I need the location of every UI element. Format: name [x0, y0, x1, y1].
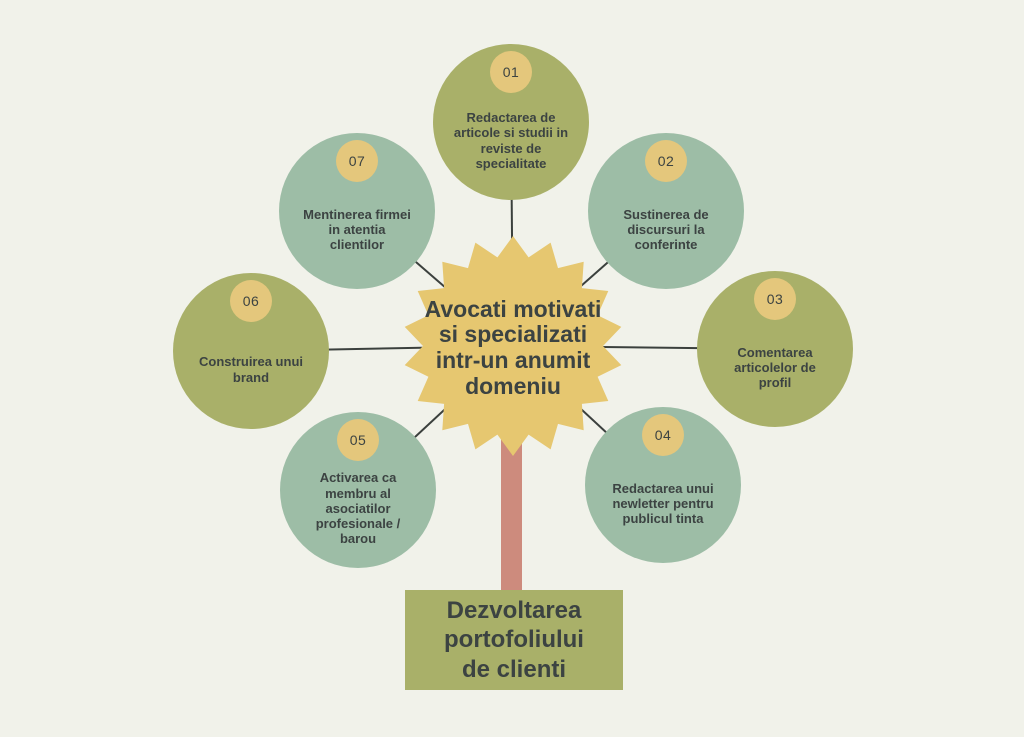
- node-number: 07: [348, 153, 366, 169]
- node-label-07: Mentinerea firmei in atentia clientilor: [303, 206, 411, 253]
- root-label-box: Dezvoltarea portofoliului de clienti: [405, 590, 623, 690]
- number-badge-06: 06: [230, 280, 272, 322]
- number-badge-05: 05: [337, 419, 379, 461]
- node-number: 06: [242, 293, 260, 309]
- node-label-02: Sustinerea de discursuri la conferinte: [623, 206, 709, 253]
- node-number: 03: [766, 291, 784, 307]
- node-number: 02: [657, 153, 675, 169]
- number-badge-04: 04: [642, 414, 684, 456]
- node-circle-02: 02 Sustinerea de discursuri la conferint…: [588, 133, 744, 289]
- node-label-06: Construirea unui brand: [198, 354, 303, 385]
- number-badge-07: 07: [336, 140, 378, 182]
- node-number: 01: [502, 64, 520, 80]
- node-circle-01: 01 Redactarea de articole si studii in r…: [433, 44, 589, 200]
- node-circle-07: 07 Mentinerea firmei in atentia clientil…: [279, 133, 435, 289]
- node-number: 04: [654, 427, 672, 443]
- node-number: 05: [349, 432, 367, 448]
- node-circle-06: 06 Construirea unui brand: [173, 273, 329, 429]
- number-badge-02: 02: [645, 140, 687, 182]
- node-circle-05: 05 Activarea ca membru al asociatilor pr…: [280, 412, 436, 568]
- node-label-03: Comentarea articolelor de profil: [734, 344, 816, 391]
- node-label-01: Redactarea de articole si studii in revi…: [453, 109, 569, 171]
- node-circle-03: 03 Comentarea articolelor de profil: [697, 271, 853, 427]
- node-circle-04: 04 Redactarea unui newletter pentru publ…: [585, 407, 741, 563]
- number-badge-03: 03: [754, 278, 796, 320]
- number-badge-01: 01: [490, 51, 532, 93]
- node-label-04: Redactarea unui newletter pentru publicu…: [612, 480, 714, 527]
- center-starburst-title: Avocati motivati si specializati intr-un…: [424, 295, 602, 399]
- node-label-05: Activarea ca membru al asociatilor profe…: [315, 470, 401, 547]
